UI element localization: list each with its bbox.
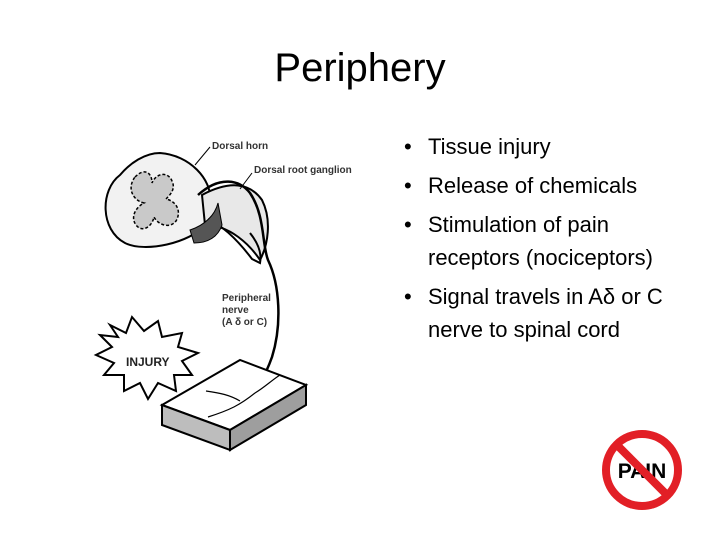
spinal-cord-illustration bbox=[104, 151, 269, 265]
label-peripheral-nerve-2: nerve bbox=[222, 305, 249, 316]
label-peripheral-nerve-1: Peripheral bbox=[222, 293, 271, 304]
bullet-list: • Tissue injury • Release of chemicals •… bbox=[400, 130, 700, 352]
bullet-marker: • bbox=[404, 173, 412, 198]
label-peripheral-nerve-3: (A δ or C) bbox=[222, 317, 267, 328]
bullet-marker: • bbox=[404, 212, 412, 237]
slide-title: Periphery bbox=[274, 46, 446, 90]
bullet-item: • Stimulation of pain receptors (nocicep… bbox=[400, 208, 700, 274]
label-dorsal-horn: Dorsal horn bbox=[212, 141, 268, 152]
label-dorsal-root-ganglion: Dorsal root ganglion bbox=[254, 165, 352, 176]
bullet-item: • Release of chemicals bbox=[400, 169, 700, 202]
bullet-marker: • bbox=[404, 284, 412, 309]
bullet-item: • Signal travels in Aδ or C nerve to spi… bbox=[400, 280, 700, 346]
tissue-block-illustration bbox=[159, 358, 309, 452]
label-injury: INJURY bbox=[126, 355, 170, 369]
bullet-text: Stimulation of pain receptors (nocicepto… bbox=[428, 212, 653, 270]
pain-pathway-diagram: Dorsal horn Dorsal root ganglion Periphe… bbox=[93, 141, 352, 452]
bullet-text: Signal travels in Aδ or C nerve to spina… bbox=[428, 284, 663, 342]
injury-burst-icon bbox=[93, 315, 201, 402]
bullet-item: • Tissue injury bbox=[400, 130, 700, 163]
bullet-text: Tissue injury bbox=[428, 134, 551, 159]
no-sign-slash bbox=[614, 442, 670, 498]
no-pain-icon: PAIN bbox=[602, 430, 682, 510]
bullet-text: Release of chemicals bbox=[428, 173, 638, 198]
bullet-marker: • bbox=[404, 134, 412, 159]
